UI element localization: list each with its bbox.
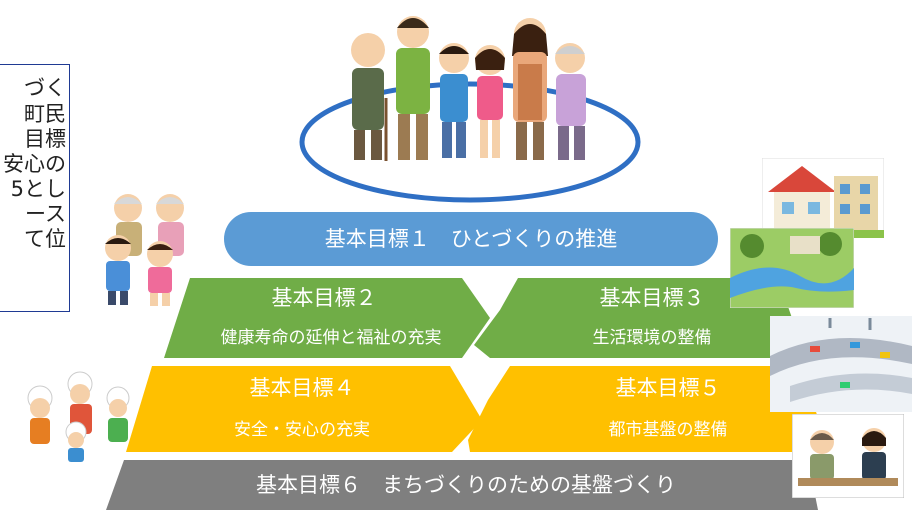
elderly-walkers-illustration	[105, 194, 184, 306]
intro-line: ース	[25, 202, 66, 226]
goal-4-band	[126, 366, 482, 452]
intro-line: 5とし	[10, 177, 66, 201]
goal-3-band	[474, 278, 806, 358]
consultation-illustration	[792, 414, 904, 498]
intro-line: 安心の	[3, 152, 66, 176]
goal-1-heading: 基本目標１ ひとづくりの推進	[324, 227, 618, 251]
goal-4-heading: 基本目標４	[249, 376, 355, 400]
evacuation-illustration	[27, 371, 130, 462]
goal-3-subtitle: 生活環境の整備	[592, 328, 712, 348]
goal-6-band	[106, 460, 818, 510]
goal-5-heading: 基本目標５	[615, 376, 721, 400]
highway-illustration	[770, 316, 912, 412]
goal-1-band	[224, 212, 718, 266]
river-park-illustration	[730, 228, 854, 308]
goal-3-heading: 基本目標３	[599, 286, 705, 310]
goal-2-heading: 基本目標２	[271, 286, 377, 310]
goal-2-subtitle: 健康寿命の延伸と福祉の充実	[220, 328, 442, 348]
intro-line: 目標	[24, 127, 66, 151]
intro-line: て位	[24, 227, 66, 251]
goal-5-band	[468, 366, 830, 452]
goal-6-heading: 基本目標６ まちづくりのための基盤づくり	[256, 473, 676, 497]
family-ring	[299, 81, 641, 203]
goal-5-subtitle: 都市基盤の整備	[608, 420, 728, 440]
intro-text-box: づく 町民 目標 安心の 5とし ース て位	[0, 64, 70, 312]
family-illustration	[351, 16, 586, 161]
intro-line: づく	[24, 76, 66, 100]
goal-2-band	[164, 278, 490, 358]
houses-illustration	[762, 158, 884, 238]
goal-4-subtitle: 安全・安心の充実	[234, 420, 370, 440]
intro-line: 町民	[24, 102, 66, 126]
